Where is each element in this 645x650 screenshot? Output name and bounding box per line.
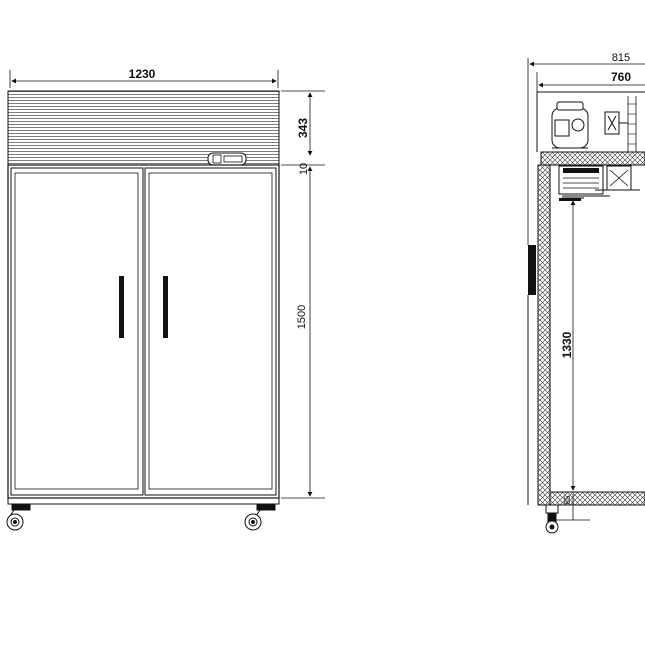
compressor [551,101,589,149]
drain-tray [559,198,581,201]
controller-button [212,154,222,164]
side-handle [528,245,536,295]
top-section-label: 343 [296,118,310,138]
base-label: 85 [563,495,572,504]
left-door [10,167,144,496]
left-door-handle [119,276,124,338]
right-door-glass [148,172,273,490]
gap-label: 10 [298,163,310,175]
front-view [6,70,325,531]
inner-depth-label: 760 [611,70,631,84]
width-label: 1230 [129,67,156,81]
top-insulation [540,151,645,166]
bottom-insulation [549,491,645,506]
outer-depth-label: 815 [612,52,630,64]
right-door [144,167,277,496]
left-caster [6,503,31,531]
side-caster [545,504,559,534]
cabinet-base [7,497,280,505]
condenser-fan [604,111,628,135]
side-view [527,58,645,534]
interior-height-label: 1330 [560,331,574,358]
door-height-label: 1500 [296,305,308,329]
door-insulation [537,164,551,506]
left-door-glass [14,172,139,490]
right-door-handle [163,276,168,338]
evaporator [558,165,640,199]
right-caster [244,503,276,531]
controller-screen [223,155,243,163]
